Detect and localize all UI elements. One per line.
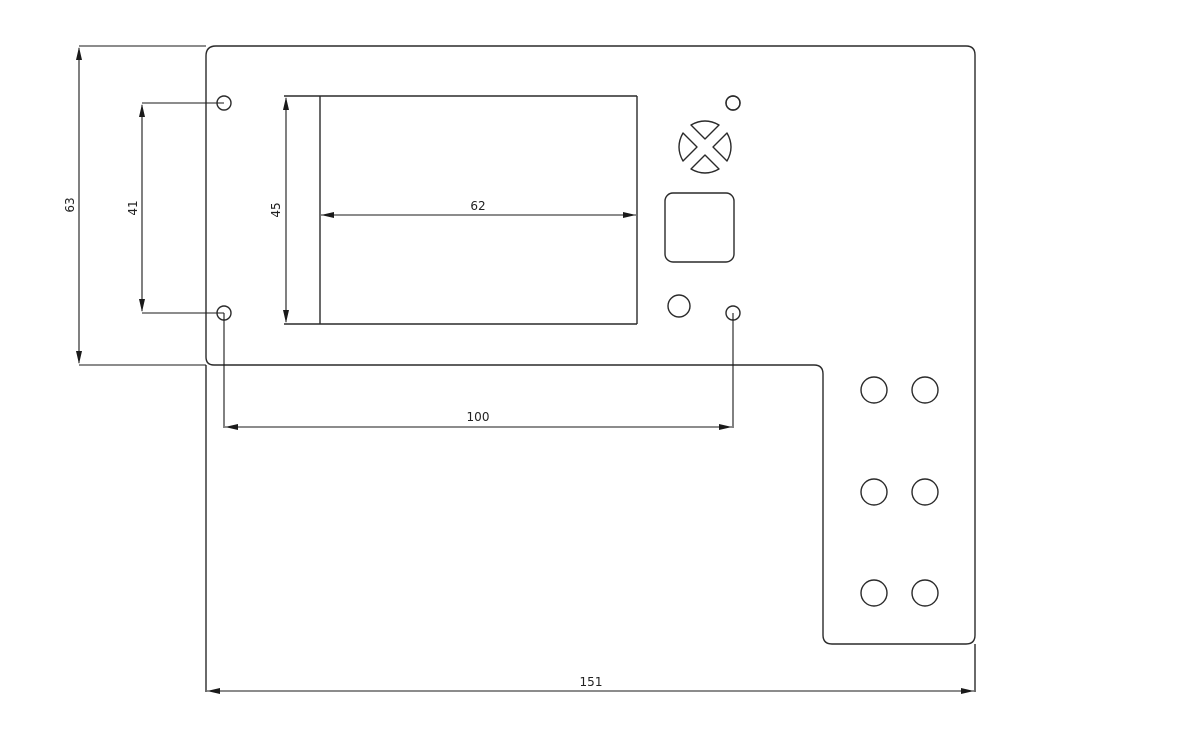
svg-text:100: 100 — [467, 410, 490, 424]
dimension-63: 63 — [63, 45, 206, 366]
svg-text:151: 151 — [580, 675, 603, 689]
dpad-icon — [678, 120, 732, 174]
svg-text:41: 41 — [126, 200, 140, 215]
mount-hole-top-left — [216, 95, 232, 111]
dimension-151: 151 — [207, 675, 974, 694]
button-holes-grid — [860, 376, 939, 607]
dimension-41: 41 — [126, 102, 224, 314]
screen-cutout — [284, 95, 638, 325]
svg-text:62: 62 — [470, 199, 485, 213]
svg-text:63: 63 — [63, 197, 77, 212]
dimension-62: 62 — [321, 199, 636, 218]
svg-text:45: 45 — [269, 202, 283, 217]
dimension-45: 45 — [269, 97, 289, 323]
square-button-cutout — [664, 192, 735, 263]
button-hole-small — [667, 294, 691, 318]
dimension-100: 100 — [223, 313, 734, 430]
panel-outline — [205, 45, 976, 645]
indicator-hole — [725, 95, 741, 111]
